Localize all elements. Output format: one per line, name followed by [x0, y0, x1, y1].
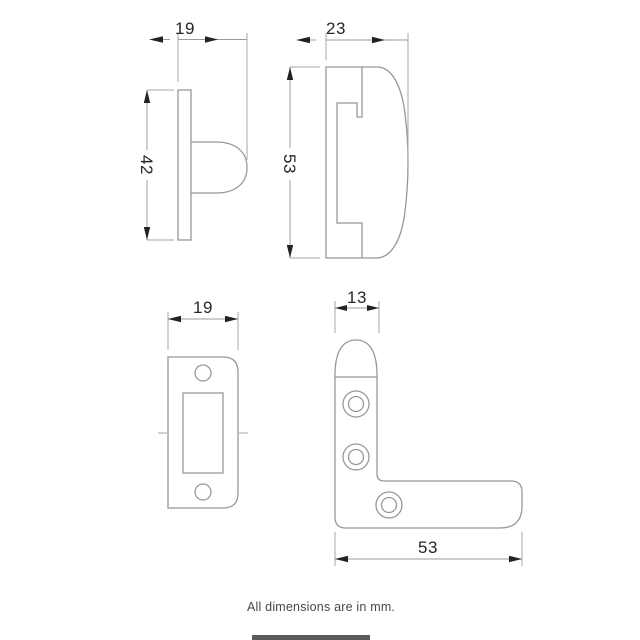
bracket-hole-inner [347, 448, 365, 466]
bracket-hole-inner [347, 395, 365, 413]
arrowhead-up-icon [143, 90, 151, 103]
arrowhead-right-icon [372, 36, 385, 44]
dimensions-note: All dimensions are in mm. [247, 600, 396, 614]
latch-plate-outline [177, 89, 192, 241]
dim-label-bracket-length: 53 [418, 538, 438, 557]
arrowhead-right-icon [205, 36, 218, 43]
strike-plate-outline [167, 356, 239, 509]
view-keeper-profile: 23 53 [280, 19, 409, 259]
bracket-hole-outer [342, 390, 370, 418]
arrowhead-up-icon [286, 67, 294, 80]
arrowhead-left-icon [296, 36, 310, 44]
arrowhead-left-icon [149, 36, 163, 43]
screw-hole-bottom [194, 483, 212, 501]
view-corner-bracket: 13 53 [334, 288, 523, 566]
dim-label-keeper-height: 53 [280, 154, 299, 174]
arrowhead-down-icon [143, 227, 151, 240]
dim-label-bracket-width: 13 [347, 288, 367, 307]
dim-label-keeper-width: 23 [326, 19, 346, 38]
dim-label-plate-width: 19 [193, 298, 213, 317]
view-latch-side: 19 42 [137, 19, 248, 241]
arrowhead-left-icon [168, 315, 181, 323]
arrowhead-left-icon [335, 555, 348, 563]
screw-hole-top [194, 364, 212, 382]
bracket-hole-outer [375, 491, 403, 519]
cropped-next-element-bar [252, 635, 370, 640]
arrowhead-right-icon [509, 555, 522, 563]
view-strike-plate: 19 [158, 298, 248, 509]
bracket-hole-outer [342, 443, 370, 471]
arrowhead-left-icon [335, 305, 347, 311]
arrowhead-down-icon [286, 245, 294, 258]
dim-label-latch-width: 19 [175, 19, 195, 38]
arrowhead-right-icon [367, 305, 379, 311]
bracket-outline [334, 339, 523, 529]
keeper-outline [325, 66, 409, 259]
dim-label-latch-height: 42 [137, 155, 156, 175]
arrowhead-right-icon [225, 315, 238, 323]
latch-dome-outline [191, 141, 248, 194]
latch-cutout [182, 392, 224, 474]
keeper-slot-profile [336, 67, 363, 258]
bracket-hole-inner [380, 496, 398, 514]
